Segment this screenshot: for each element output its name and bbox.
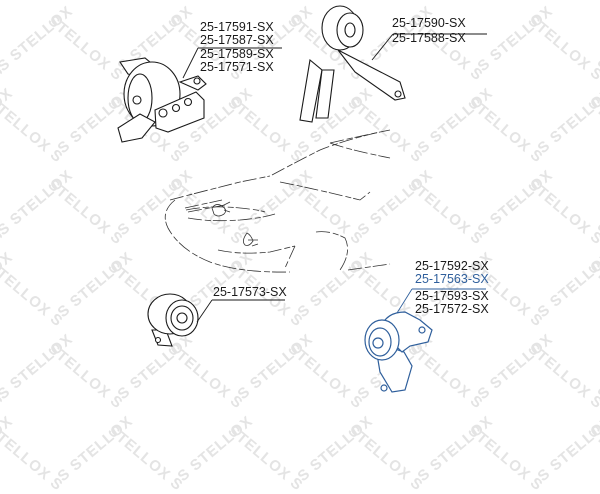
part-number-label[interactable]: 25-17572-SX (415, 302, 489, 316)
engine-mount-top-left[interactable] (117, 57, 207, 143)
engine-mount-top-right[interactable] (299, 5, 406, 123)
engine-detail-sketch (211, 201, 259, 247)
part-number-label[interactable]: 25-17591-SX (200, 20, 274, 34)
watermark-text: S STELLOX (534, 412, 600, 486)
label-group-top-right: 25-17590-SX 25-17588-SX (392, 17, 466, 45)
parts-diagram (117, 5, 487, 393)
watermark-text: STELLOX S (584, 421, 600, 494)
label-group-top-left: 25-17591-SX 25-17587-SX 25-17589-SX 25-1… (200, 21, 274, 74)
part-number-label[interactable]: 25-17588-SX (392, 31, 466, 45)
part-number-label[interactable]: 25-17573-SX (213, 285, 287, 299)
engine-mount-bottom-right[interactable] (364, 311, 433, 393)
watermark-text: STELLOX S (224, 421, 307, 494)
highlight-leader-line (396, 288, 486, 314)
part-number-label[interactable]: 25-17587-SX (200, 33, 274, 47)
part-number-label[interactable]: 25-17590-SX (392, 16, 466, 30)
part-number-label[interactable]: 25-17571-SX (200, 60, 274, 74)
engine-mount-bottom-left[interactable] (147, 293, 199, 347)
watermark-text: STELLOX S (464, 421, 547, 494)
part-number-label[interactable]: 25-17593-SX (415, 289, 489, 303)
part-number-label-highlighted[interactable]: 25-17563-SX (415, 272, 489, 286)
label-group-bottom-left: 25-17573-SX (213, 286, 287, 299)
car-outline-sketch (164, 129, 391, 273)
part-number-label[interactable]: 25-17589-SX (200, 47, 274, 61)
watermark-text: STELLOX S (104, 421, 187, 494)
label-group-bottom-right: 25-17592-SX 25-17563-SX 25-17593-SX 25-1… (415, 260, 489, 316)
watermark-text: STELLOX S (344, 421, 427, 494)
part-number-label[interactable]: 25-17592-SX (415, 259, 489, 273)
leader-lines (182, 33, 487, 323)
watermark-text: STELLOX S (0, 421, 67, 494)
